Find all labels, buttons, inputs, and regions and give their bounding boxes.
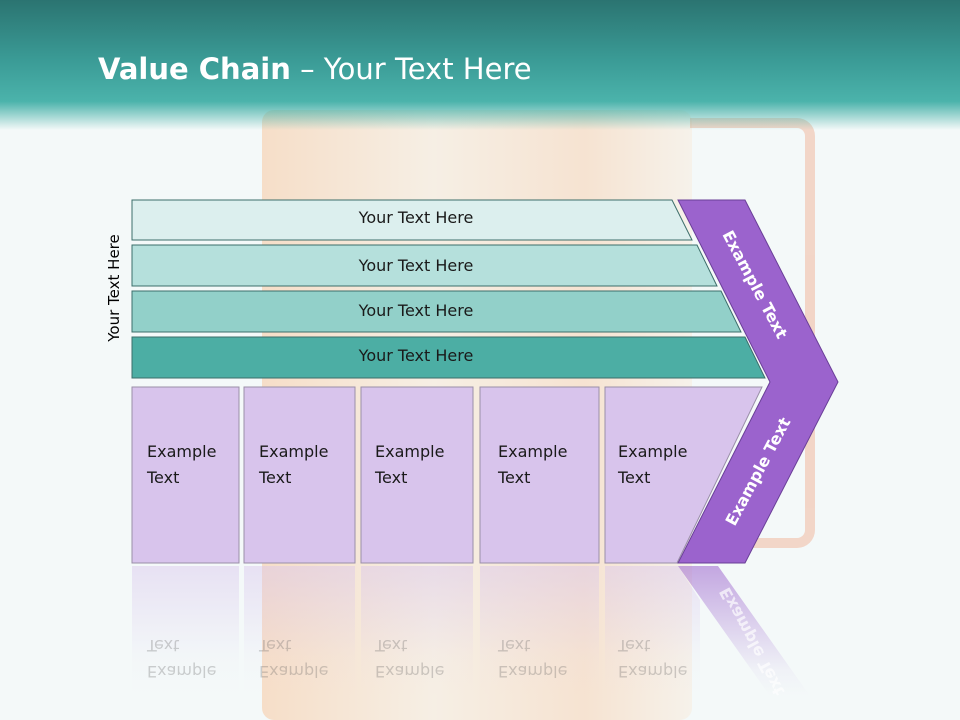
activity-box-5-line1: Example bbox=[618, 442, 688, 461]
activity-box-2-line2: Text bbox=[259, 468, 292, 487]
activity-box-2[interactable] bbox=[243, 386, 356, 564]
activity-box-4[interactable] bbox=[479, 386, 600, 564]
header-band bbox=[0, 0, 960, 130]
title-bold: Value Chain bbox=[98, 52, 291, 86]
bar-3-label: Your Text Here bbox=[358, 301, 474, 320]
bar-2-label: Your Text Here bbox=[358, 256, 474, 275]
reflection-group bbox=[132, 566, 810, 696]
activity-box-5-line2: Text bbox=[618, 468, 651, 487]
reflection-box-5 bbox=[605, 566, 700, 696]
activity-box-5-label: Example Text bbox=[618, 439, 687, 491]
activity-box-4-line2: Text bbox=[498, 468, 531, 487]
activity-box-3-label: Example Text bbox=[375, 439, 444, 491]
reflection-box-1 bbox=[132, 566, 239, 696]
bar-4-label: Your Text Here bbox=[358, 346, 474, 365]
activity-box-1-label: Example Text bbox=[147, 439, 216, 491]
reflection-box-4 bbox=[480, 566, 599, 696]
bar-2[interactable] bbox=[131, 244, 718, 287]
reflection-chevron bbox=[678, 566, 810, 696]
reflection-box-3 bbox=[361, 566, 473, 696]
margin-chevron[interactable] bbox=[677, 199, 839, 564]
bar-1-label: Your Text Here bbox=[358, 208, 474, 227]
activity-box-1[interactable] bbox=[131, 386, 240, 564]
slide-title[interactable]: Value Chain – Your Text Here bbox=[98, 52, 532, 86]
activity-box-2-label: Example Text bbox=[259, 439, 328, 491]
activity-box-3-line1: Example bbox=[375, 442, 445, 461]
bar-1[interactable] bbox=[131, 199, 693, 241]
activity-box-1-line1: Example bbox=[147, 442, 217, 461]
activity-box-3-line2: Text bbox=[375, 468, 408, 487]
activity-box-4-line1: Example bbox=[498, 442, 568, 461]
title-rest: – Your Text Here bbox=[290, 52, 532, 86]
activity-box-4-label: Example Text bbox=[498, 439, 567, 491]
bar-3[interactable] bbox=[131, 290, 742, 333]
activity-box-5[interactable] bbox=[604, 386, 763, 564]
reflection-box-2 bbox=[244, 566, 355, 696]
bar-4[interactable] bbox=[131, 336, 766, 379]
activity-box-1-line2: Text bbox=[147, 468, 180, 487]
activity-box-2-line1: Example bbox=[259, 442, 329, 461]
activity-box-3[interactable] bbox=[360, 386, 474, 564]
